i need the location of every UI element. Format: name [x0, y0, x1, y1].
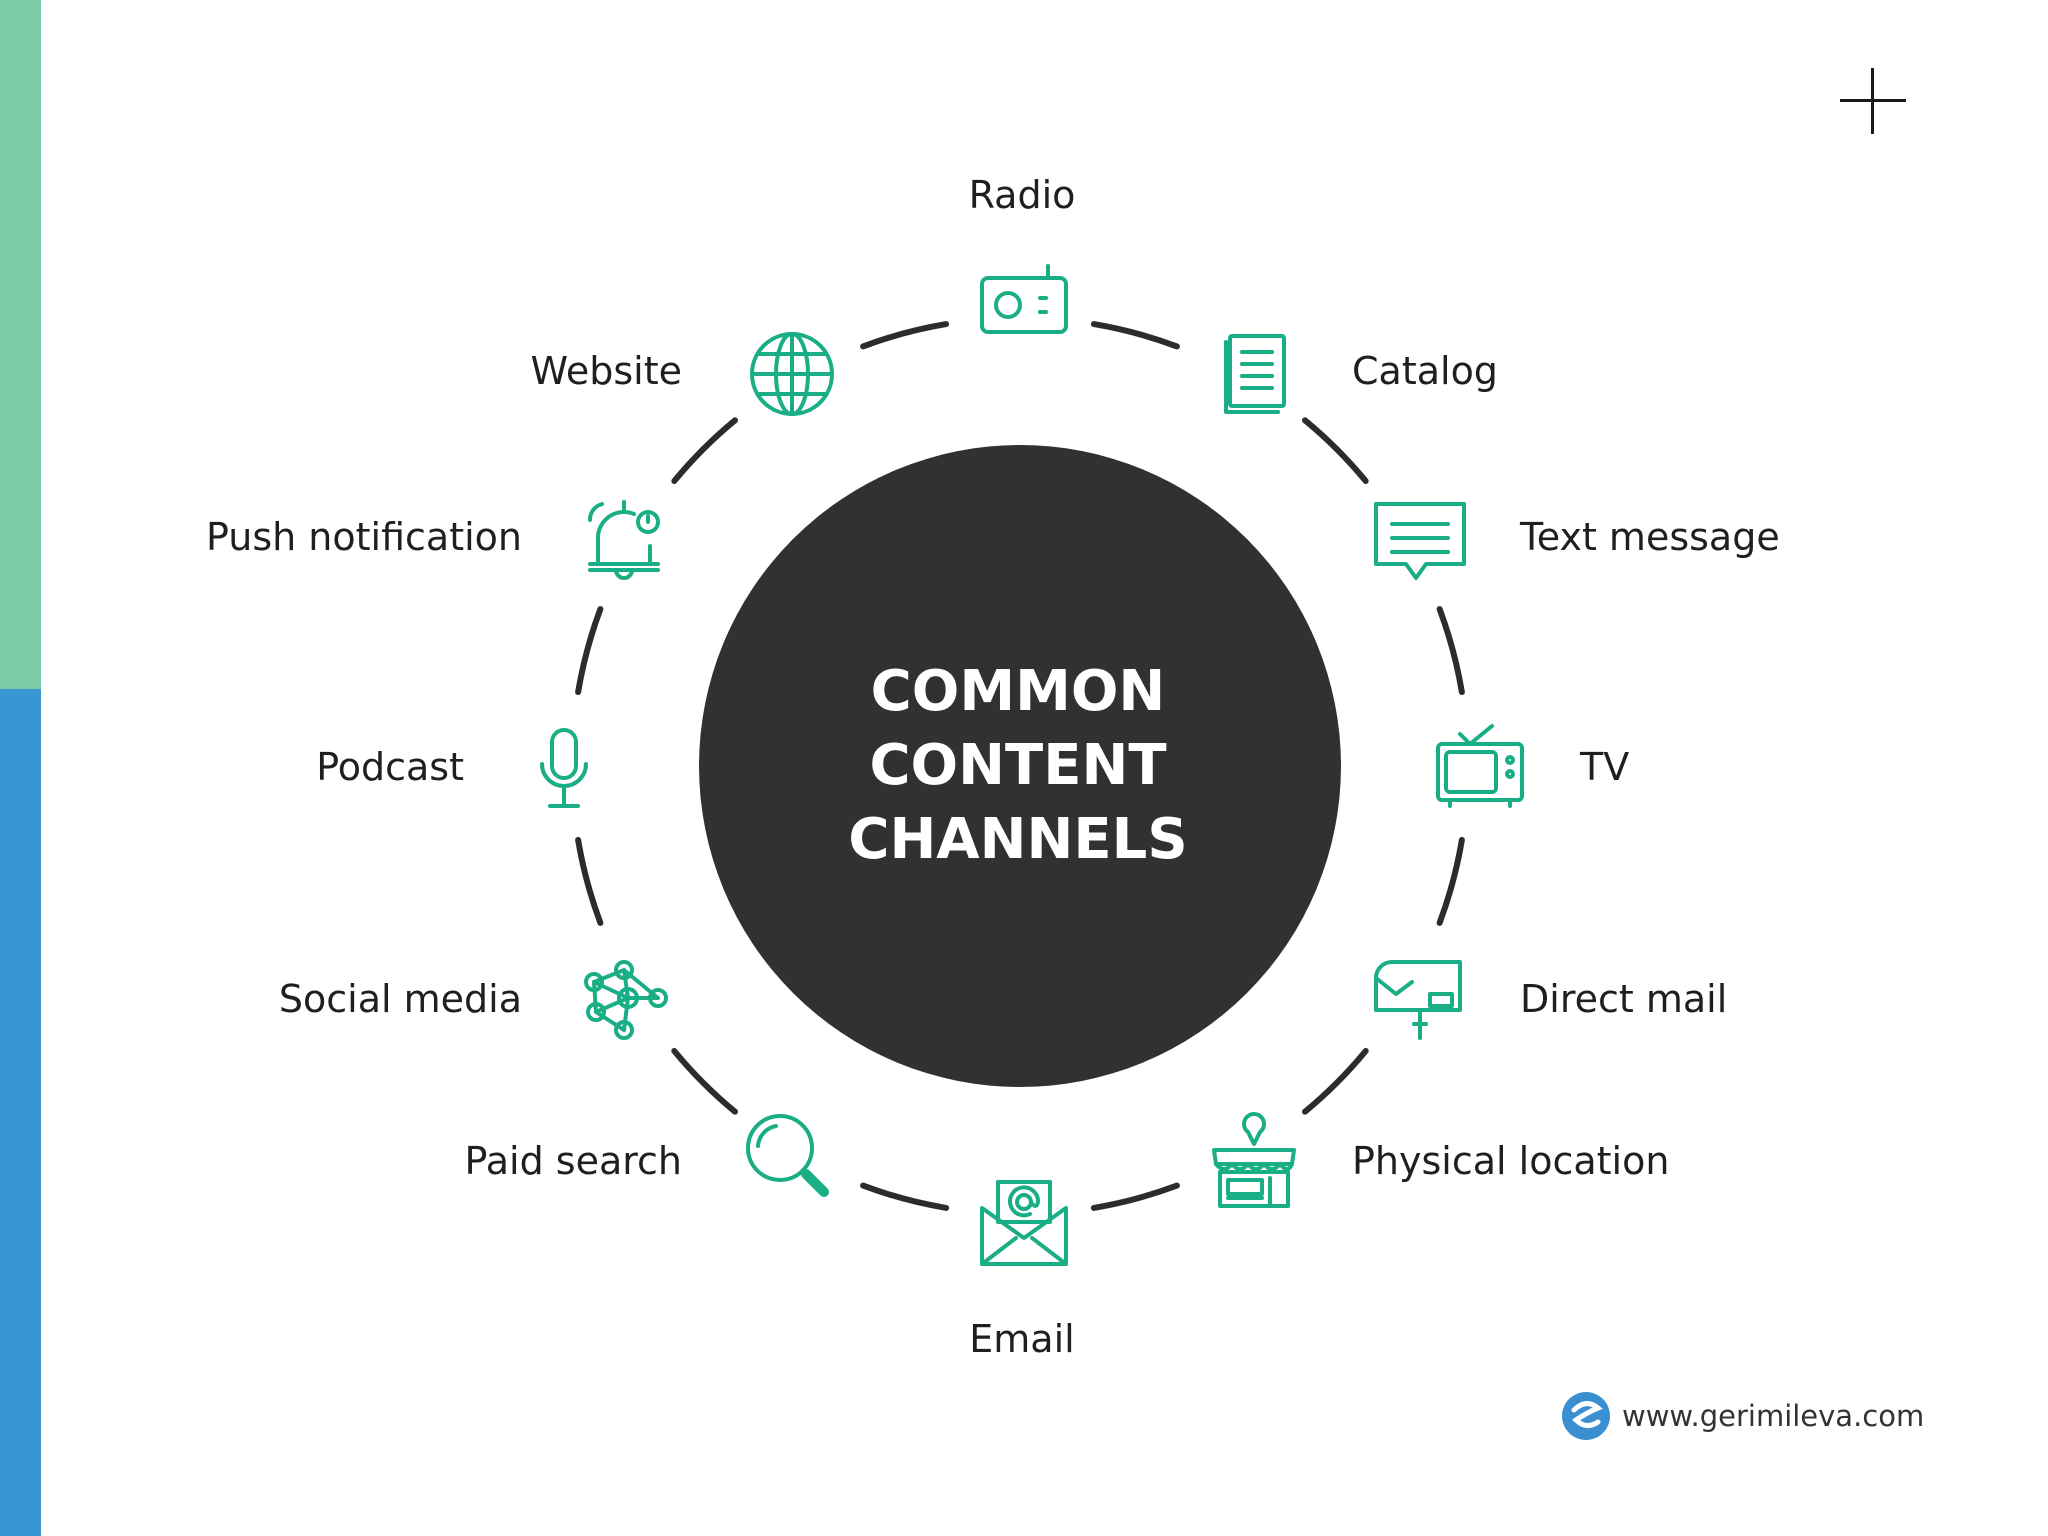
sidebar-accent-top: [0, 0, 41, 689]
ring-segment: [1436, 606, 1465, 696]
ring-segment: [575, 606, 604, 696]
bell-icon: [588, 500, 660, 580]
channel-email: Email: [969, 1180, 1075, 1361]
radio-icon: [980, 264, 1068, 334]
channel-label-text-message: Text message: [1519, 515, 1780, 559]
mailbox-icon: [1374, 960, 1462, 1040]
channel-paid-search: Paid search: [465, 1114, 829, 1197]
channel-label-website: Website: [531, 349, 682, 393]
sidebar-accent-bottom: [0, 689, 41, 1536]
channel-push-notification: Push notification: [206, 500, 660, 580]
center-title-line-3: CHANNELS: [848, 807, 1187, 872]
channel-label-push-notification: Push notification: [206, 515, 522, 559]
center-title-line-1: COMMON: [871, 659, 1166, 724]
channel-direct-mail: Direct mail: [1374, 960, 1727, 1040]
ring-segment: [860, 321, 950, 350]
channel-text-message: Text message: [1374, 502, 1780, 580]
search-icon: [746, 1114, 829, 1197]
channel-label-paid-search: Paid search: [465, 1139, 682, 1183]
globe-icon: [750, 332, 834, 416]
ring-segment: [1090, 321, 1180, 350]
channel-physical-location: Physical location: [1212, 1112, 1669, 1208]
channel-label-radio: Radio: [969, 173, 1076, 217]
channel-label-catalog: Catalog: [1352, 349, 1498, 393]
microphone-icon: [540, 728, 588, 808]
channel-website: Website: [531, 332, 834, 416]
catalog-icon: [1224, 334, 1286, 414]
ring-segment: [671, 1048, 738, 1115]
gerimileva-logo-icon: [1562, 1392, 1610, 1440]
ring-segment: [1090, 1182, 1180, 1211]
channel-label-email: Email: [969, 1317, 1074, 1361]
plus-icon[interactable]: [1840, 68, 1906, 134]
channel-social-media: Social media: [279, 960, 668, 1040]
channel-label-physical-location: Physical location: [1352, 1139, 1669, 1183]
center-title-line-2: CONTENT: [869, 733, 1166, 798]
center-circle: [699, 445, 1341, 1087]
channel-label-podcast: Podcast: [316, 745, 464, 789]
channel-catalog: Catalog: [1224, 334, 1498, 414]
channel-tv: TV: [1436, 724, 1629, 808]
footer-brand[interactable]: www.gerimileva.com: [1560, 1390, 1924, 1442]
text-message-icon: [1374, 502, 1466, 580]
channel-label-direct-mail: Direct mail: [1520, 977, 1727, 1021]
channel-label-tv: TV: [1579, 745, 1629, 789]
ring-segment: [1302, 1048, 1369, 1115]
store-icon: [1212, 1112, 1296, 1208]
ring-segment: [860, 1182, 950, 1211]
channel-radio: Radio: [969, 173, 1076, 334]
tv-icon: [1436, 724, 1524, 808]
email-icon: [980, 1180, 1068, 1266]
network-icon: [584, 960, 668, 1040]
ring-segment: [671, 417, 738, 484]
channel-label-social-media: Social media: [279, 977, 522, 1021]
channel-podcast: Podcast: [316, 728, 588, 808]
ring-segment: [1302, 417, 1369, 484]
ring-segment: [575, 836, 604, 926]
ring-segments: [575, 321, 1465, 1211]
footer-url[interactable]: www.gerimileva.com: [1622, 1399, 1925, 1433]
ring-segment: [1436, 836, 1465, 926]
